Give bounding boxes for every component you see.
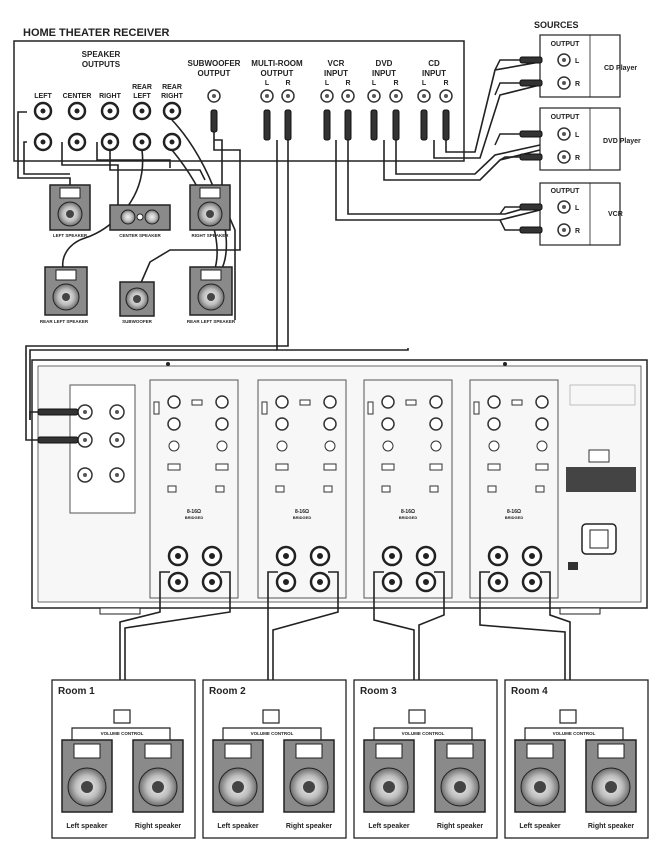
module-3-mode: 8-16Ω — [401, 509, 415, 515]
channel-rear-left-label-2: LEFT — [133, 93, 151, 100]
multiroom-output-label-1: MULTI-ROOM — [251, 59, 303, 68]
room-3-volume-label: VOLUME CONTROL — [402, 731, 445, 736]
room-2-volume-label: VOLUME CONTROL — [251, 731, 294, 736]
module-2-bridged: BRIDGED — [293, 515, 312, 520]
subwoofer — [119, 281, 155, 317]
room-2-left-label: Left speaker — [217, 823, 259, 830]
vcr-input-label-1: VCR — [328, 59, 345, 68]
cd-output-label: OUTPUT — [551, 41, 581, 48]
sources-title: SOURCES — [534, 20, 579, 30]
module-4-mode: 8-16Ω — [507, 509, 521, 515]
room-4-volume-label: VOLUME CONTROL — [553, 731, 596, 736]
room-1-title: Room 1 — [58, 686, 95, 697]
room-4-left-label: Left speaker — [519, 823, 561, 830]
center-speaker-label: CENTER SPEAKER — [119, 233, 161, 238]
module-2-controls — [261, 395, 337, 493]
cd-r-label: R — [443, 80, 448, 87]
room-4 — [504, 679, 649, 839]
dvd-input-label-1: DVD — [376, 59, 393, 68]
receiver-panel — [13, 40, 465, 162]
subwoofer-output-label-2: OUTPUT — [198, 69, 231, 78]
room-2 — [202, 679, 347, 839]
dvd-input-label-2: INPUT — [372, 69, 396, 78]
channel-right-label: RIGHT — [99, 93, 122, 100]
right-speaker — [189, 184, 231, 231]
room-2-title: Room 2 — [209, 686, 246, 697]
room-1-right-label: Right speaker — [135, 823, 182, 830]
room-1-volume-label: VOLUME CONTROL — [101, 731, 144, 736]
room-3-title: Room 3 — [360, 686, 397, 697]
room-2-right-label: Right speaker — [286, 823, 333, 830]
dvd-r-out: R — [575, 155, 580, 162]
channel-rear-right-label-1: REAR — [162, 84, 182, 91]
module-4-bridged: BRIDGED — [505, 515, 524, 520]
room-3 — [353, 679, 498, 839]
amp-room-wires — [119, 571, 571, 710]
dvd-l-out: L — [575, 132, 580, 139]
cd-player — [539, 34, 621, 98]
receiver-title: HOME THEATER RECEIVER — [23, 27, 170, 39]
module-1-bridged: BRIDGED — [185, 515, 204, 520]
cd-input-label-1: CD — [428, 59, 440, 68]
left-speaker-label: LEFT SPEAKER — [53, 233, 88, 238]
module-1-mode: 8-16Ω — [187, 509, 201, 515]
source-plugs — [519, 56, 543, 234]
dvd-r-label: R — [393, 80, 398, 87]
multiroom-output-label-2: OUTPUT — [261, 69, 294, 78]
subwoofer-label: SUBWOOFER — [122, 319, 152, 324]
room-1-left-label: Left speaker — [66, 823, 108, 830]
channel-left-label: LEFT — [34, 93, 52, 100]
multiroom-r-label: R — [285, 80, 290, 87]
left-speaker — [49, 184, 91, 231]
amp-info-panel — [566, 384, 636, 570]
vcr-r-out: R — [575, 228, 580, 235]
amp-modules — [149, 379, 559, 599]
dvd-l-label: L — [372, 80, 377, 87]
vcr-output-label: OUTPUT — [551, 188, 581, 195]
speaker-outputs-label-2: OUTPUTS — [82, 60, 121, 69]
rear-left-speaker — [44, 266, 88, 316]
cd-r-out: R — [575, 81, 580, 88]
channel-rear-left-label-1: REAR — [132, 84, 152, 91]
room-1 — [51, 679, 196, 839]
speaker-outputs-label-1: SPEAKER — [82, 50, 121, 59]
vcr — [539, 182, 621, 246]
vcr-label: VCR — [608, 211, 623, 218]
room-3-right-label: Right speaker — [437, 823, 484, 830]
cd-input-label-2: INPUT — [422, 69, 446, 78]
room-4-right-label: Right speaker — [588, 823, 635, 830]
module-3-controls — [367, 395, 443, 493]
module-3-bridged: BRIDGED — [399, 515, 418, 520]
channel-rear-right-label-2: RIGHT — [161, 93, 184, 100]
amp-input-panel — [69, 384, 136, 514]
rear-right-speaker — [189, 266, 233, 316]
dvd-output-label: OUTPUT — [551, 114, 581, 121]
dvd-player-label: DVD Player — [603, 138, 641, 145]
rear-left-speaker-label: REAR LEFT SPEAKER — [40, 319, 89, 324]
right-speaker-label: RIGHT SPEAKER — [191, 233, 229, 238]
cd-player-label: CD Player — [604, 65, 637, 72]
subwoofer-output-label-1: SUBWOOFER — [188, 59, 241, 68]
dvd-player — [539, 107, 621, 171]
channel-center-label: CENTER — [63, 93, 92, 100]
rear-right-speaker-label: REAR LEFT SPEAKER — [187, 319, 236, 324]
module-2-mode: 8-16Ω — [295, 509, 309, 515]
center-speaker — [109, 204, 171, 231]
multiroom-l-label: L — [265, 80, 270, 87]
vcr-input-label-2: INPUT — [324, 69, 348, 78]
cd-l-label: L — [422, 80, 427, 87]
vcr-l-out: L — [575, 205, 580, 212]
room-3-left-label: Left speaker — [368, 823, 410, 830]
vcr-r-label: R — [345, 80, 350, 87]
room-4-title: Room 4 — [511, 686, 548, 697]
module-4-controls — [473, 395, 549, 493]
vcr-l-label: L — [325, 80, 330, 87]
amp-speaker-terminals — [167, 545, 543, 593]
cd-l-out: L — [575, 58, 580, 65]
module-1-controls — [153, 395, 229, 493]
